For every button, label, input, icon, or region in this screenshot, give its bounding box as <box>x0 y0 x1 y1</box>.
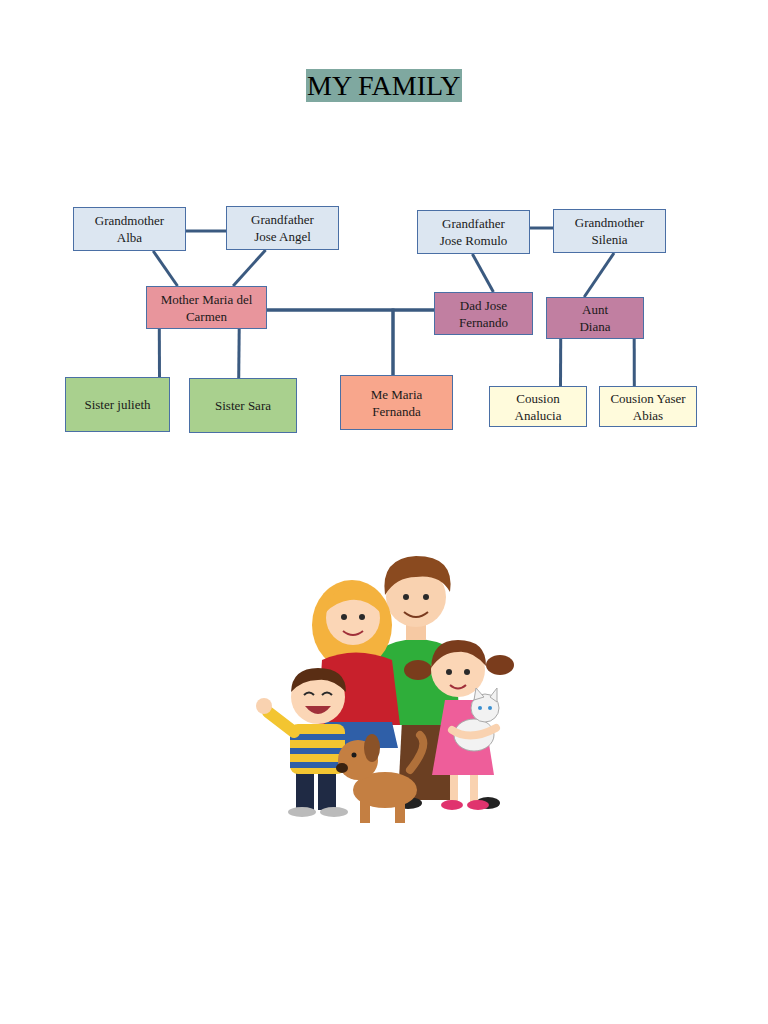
family-connector <box>559 339 562 386</box>
aunt-box: Aunt Diana <box>546 297 644 339</box>
grandparent-box: Grandfather Jose Angel <box>226 206 339 250</box>
eye <box>464 669 470 675</box>
dad-hair <box>384 556 450 595</box>
grandparent-box: Grandmother Silenia <box>553 209 666 253</box>
girl-shoe <box>441 800 463 810</box>
cat-figure <box>452 688 499 751</box>
boy-hand <box>256 698 272 714</box>
shirt-stripe <box>290 748 345 754</box>
cousin-box: Cousion Yaser Abias <box>599 386 697 427</box>
node-label: Sister Sara <box>215 397 271 414</box>
cat-ears <box>474 688 497 702</box>
family-connector <box>237 329 241 378</box>
eye <box>403 594 409 600</box>
node-label: Grandfather Jose Angel <box>240 211 326 245</box>
dog-figure <box>336 734 423 823</box>
eye <box>359 614 365 620</box>
family-connector <box>267 309 434 312</box>
family-connector <box>233 250 266 286</box>
eye <box>341 614 347 620</box>
smile <box>305 706 331 714</box>
boy-figure <box>256 668 348 817</box>
girl-pigtail <box>486 655 514 675</box>
dog-leg <box>360 795 370 823</box>
parent-box: Mother Maria del Carmen <box>146 286 267 329</box>
boy-pants <box>296 772 314 810</box>
girl-hair <box>431 640 486 668</box>
sibling-box: Sister julieth <box>65 377 170 432</box>
page-title: MY FAMILY <box>306 69 462 102</box>
grandparent-box: Grandmother Alba <box>73 207 186 251</box>
smile <box>404 612 428 617</box>
eye <box>423 594 429 600</box>
self-box: Me Maria Fernanda <box>340 375 453 430</box>
eye <box>446 669 452 675</box>
boy-arm <box>268 712 294 732</box>
girl-pigtail <box>404 660 432 680</box>
family-connector <box>186 230 226 233</box>
family-connector <box>267 310 393 375</box>
node-label: Cousion Analucia <box>505 390 571 424</box>
sibling-box: Sister Sara <box>189 378 297 433</box>
girl-arm <box>452 728 496 736</box>
node-label: Aunt Diana <box>574 301 616 335</box>
node-label: Dad Jose Fernando <box>449 297 519 331</box>
grandparent-box: Grandfather Jose Romulo <box>417 210 530 254</box>
eye <box>478 706 482 710</box>
boy-shoe <box>320 807 348 817</box>
eye <box>352 753 357 758</box>
node-label: Grandfather Jose Romulo <box>431 215 517 249</box>
smile <box>450 685 466 689</box>
parent-box: Dad Jose Fernando <box>434 292 533 335</box>
girl-shoe <box>467 800 489 810</box>
dog-ear <box>364 734 380 762</box>
family-connector <box>153 251 177 286</box>
eye <box>304 693 332 696</box>
family-connector <box>393 310 434 375</box>
cousin-box: Cousion Analucia <box>489 386 587 427</box>
family-connector <box>530 227 553 230</box>
smile <box>343 631 363 635</box>
node-label: Grandmother Silenia <box>560 214 660 248</box>
family-connector <box>158 329 161 377</box>
boy-hair <box>291 668 346 692</box>
dad-figure <box>378 556 500 809</box>
mom-bangs <box>326 588 380 612</box>
boy-pants <box>318 772 336 810</box>
node-label: Sister julieth <box>84 396 150 413</box>
eye <box>488 706 492 710</box>
node-label: Me Maria Fernanda <box>347 386 447 420</box>
girl-figure <box>404 640 514 810</box>
dog-leg <box>395 795 405 823</box>
dog-nose <box>336 763 348 773</box>
dog-tail <box>410 735 423 770</box>
boy-shoe <box>288 807 316 817</box>
family-connector <box>472 254 493 292</box>
node-label: Mother Maria del Carmen <box>151 291 263 325</box>
family-connector <box>584 253 614 297</box>
family-connector <box>633 339 636 386</box>
node-label: Grandmother Alba <box>87 212 173 246</box>
node-label: Cousion Yaser Abias <box>608 390 688 424</box>
